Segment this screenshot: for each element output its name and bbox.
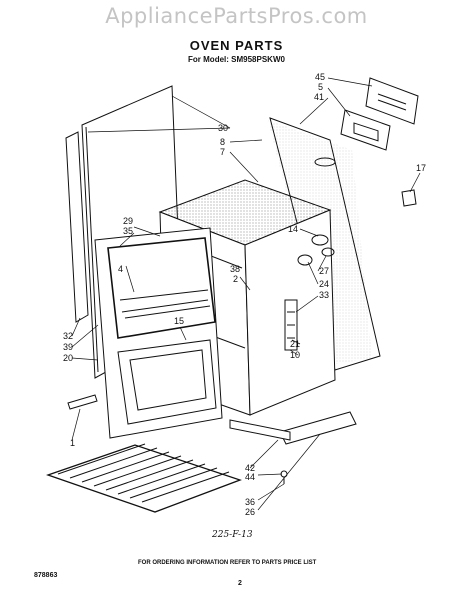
callout-17: 17 xyxy=(416,163,426,173)
vent-plate-lower xyxy=(340,109,391,151)
callout-42: 42 xyxy=(245,463,255,473)
hinge-part xyxy=(67,394,98,410)
doc-number: 878863 xyxy=(34,572,58,579)
callout-4: 4 xyxy=(118,264,123,274)
model-label: For Model: xyxy=(188,55,229,64)
callout-2: 2 xyxy=(233,274,238,284)
callout-36: 36 xyxy=(245,497,255,507)
callout-1: 1 xyxy=(70,438,75,448)
callout-5: 5 xyxy=(318,82,323,92)
vent-plate-upper xyxy=(365,77,419,125)
leveling-leg xyxy=(280,470,288,484)
callout-39: 39 xyxy=(63,342,73,352)
callout-15: 15 xyxy=(174,316,184,326)
callout-24: 24 xyxy=(319,279,329,289)
page-title: OVEN PARTS xyxy=(189,38,284,53)
callout-30: 30 xyxy=(218,123,228,133)
callout-32: 32 xyxy=(63,331,73,341)
trim-strip xyxy=(65,131,89,323)
bottom-rail xyxy=(229,411,357,445)
callout-7: 7 xyxy=(220,147,225,157)
callout-10: 10 xyxy=(290,350,300,360)
callout-38: 38 xyxy=(230,264,240,274)
bracket-part xyxy=(401,189,417,207)
page-number: 2 xyxy=(238,580,242,587)
liner-vents xyxy=(284,299,298,351)
callout-27: 27 xyxy=(319,266,329,276)
callout-21: 21 xyxy=(290,339,300,349)
gas-fittings xyxy=(297,234,335,266)
callout-8: 8 xyxy=(220,137,225,147)
callout-33: 33 xyxy=(319,290,329,300)
ordering-note: FOR ORDERING INFORMATION REFER TO PARTS … xyxy=(138,560,317,566)
callout-44: 44 xyxy=(245,472,255,482)
oven-rack xyxy=(46,443,242,513)
rack-guides xyxy=(121,299,211,319)
callout-35: 35 xyxy=(123,226,133,236)
site-watermark: AppliancePartsPros.com xyxy=(105,4,368,28)
model-line: For Model: SM958PSKW0 xyxy=(0,55,473,64)
model-value: SM958PSKW0 xyxy=(231,55,285,64)
leader-lines xyxy=(71,77,421,511)
callout-labels: 45 5 41 30 8 7 17 14 27 24 33 29 35 4 38… xyxy=(63,72,426,517)
front-frame xyxy=(94,227,223,439)
callout-45: 45 xyxy=(315,72,325,82)
callout-14: 14 xyxy=(288,224,298,234)
callout-26: 26 xyxy=(245,507,255,517)
callout-29: 29 xyxy=(123,216,133,226)
callout-20: 20 xyxy=(63,353,73,363)
callout-41: 41 xyxy=(314,92,324,102)
handwritten-note: 225-F-13 xyxy=(212,530,253,540)
